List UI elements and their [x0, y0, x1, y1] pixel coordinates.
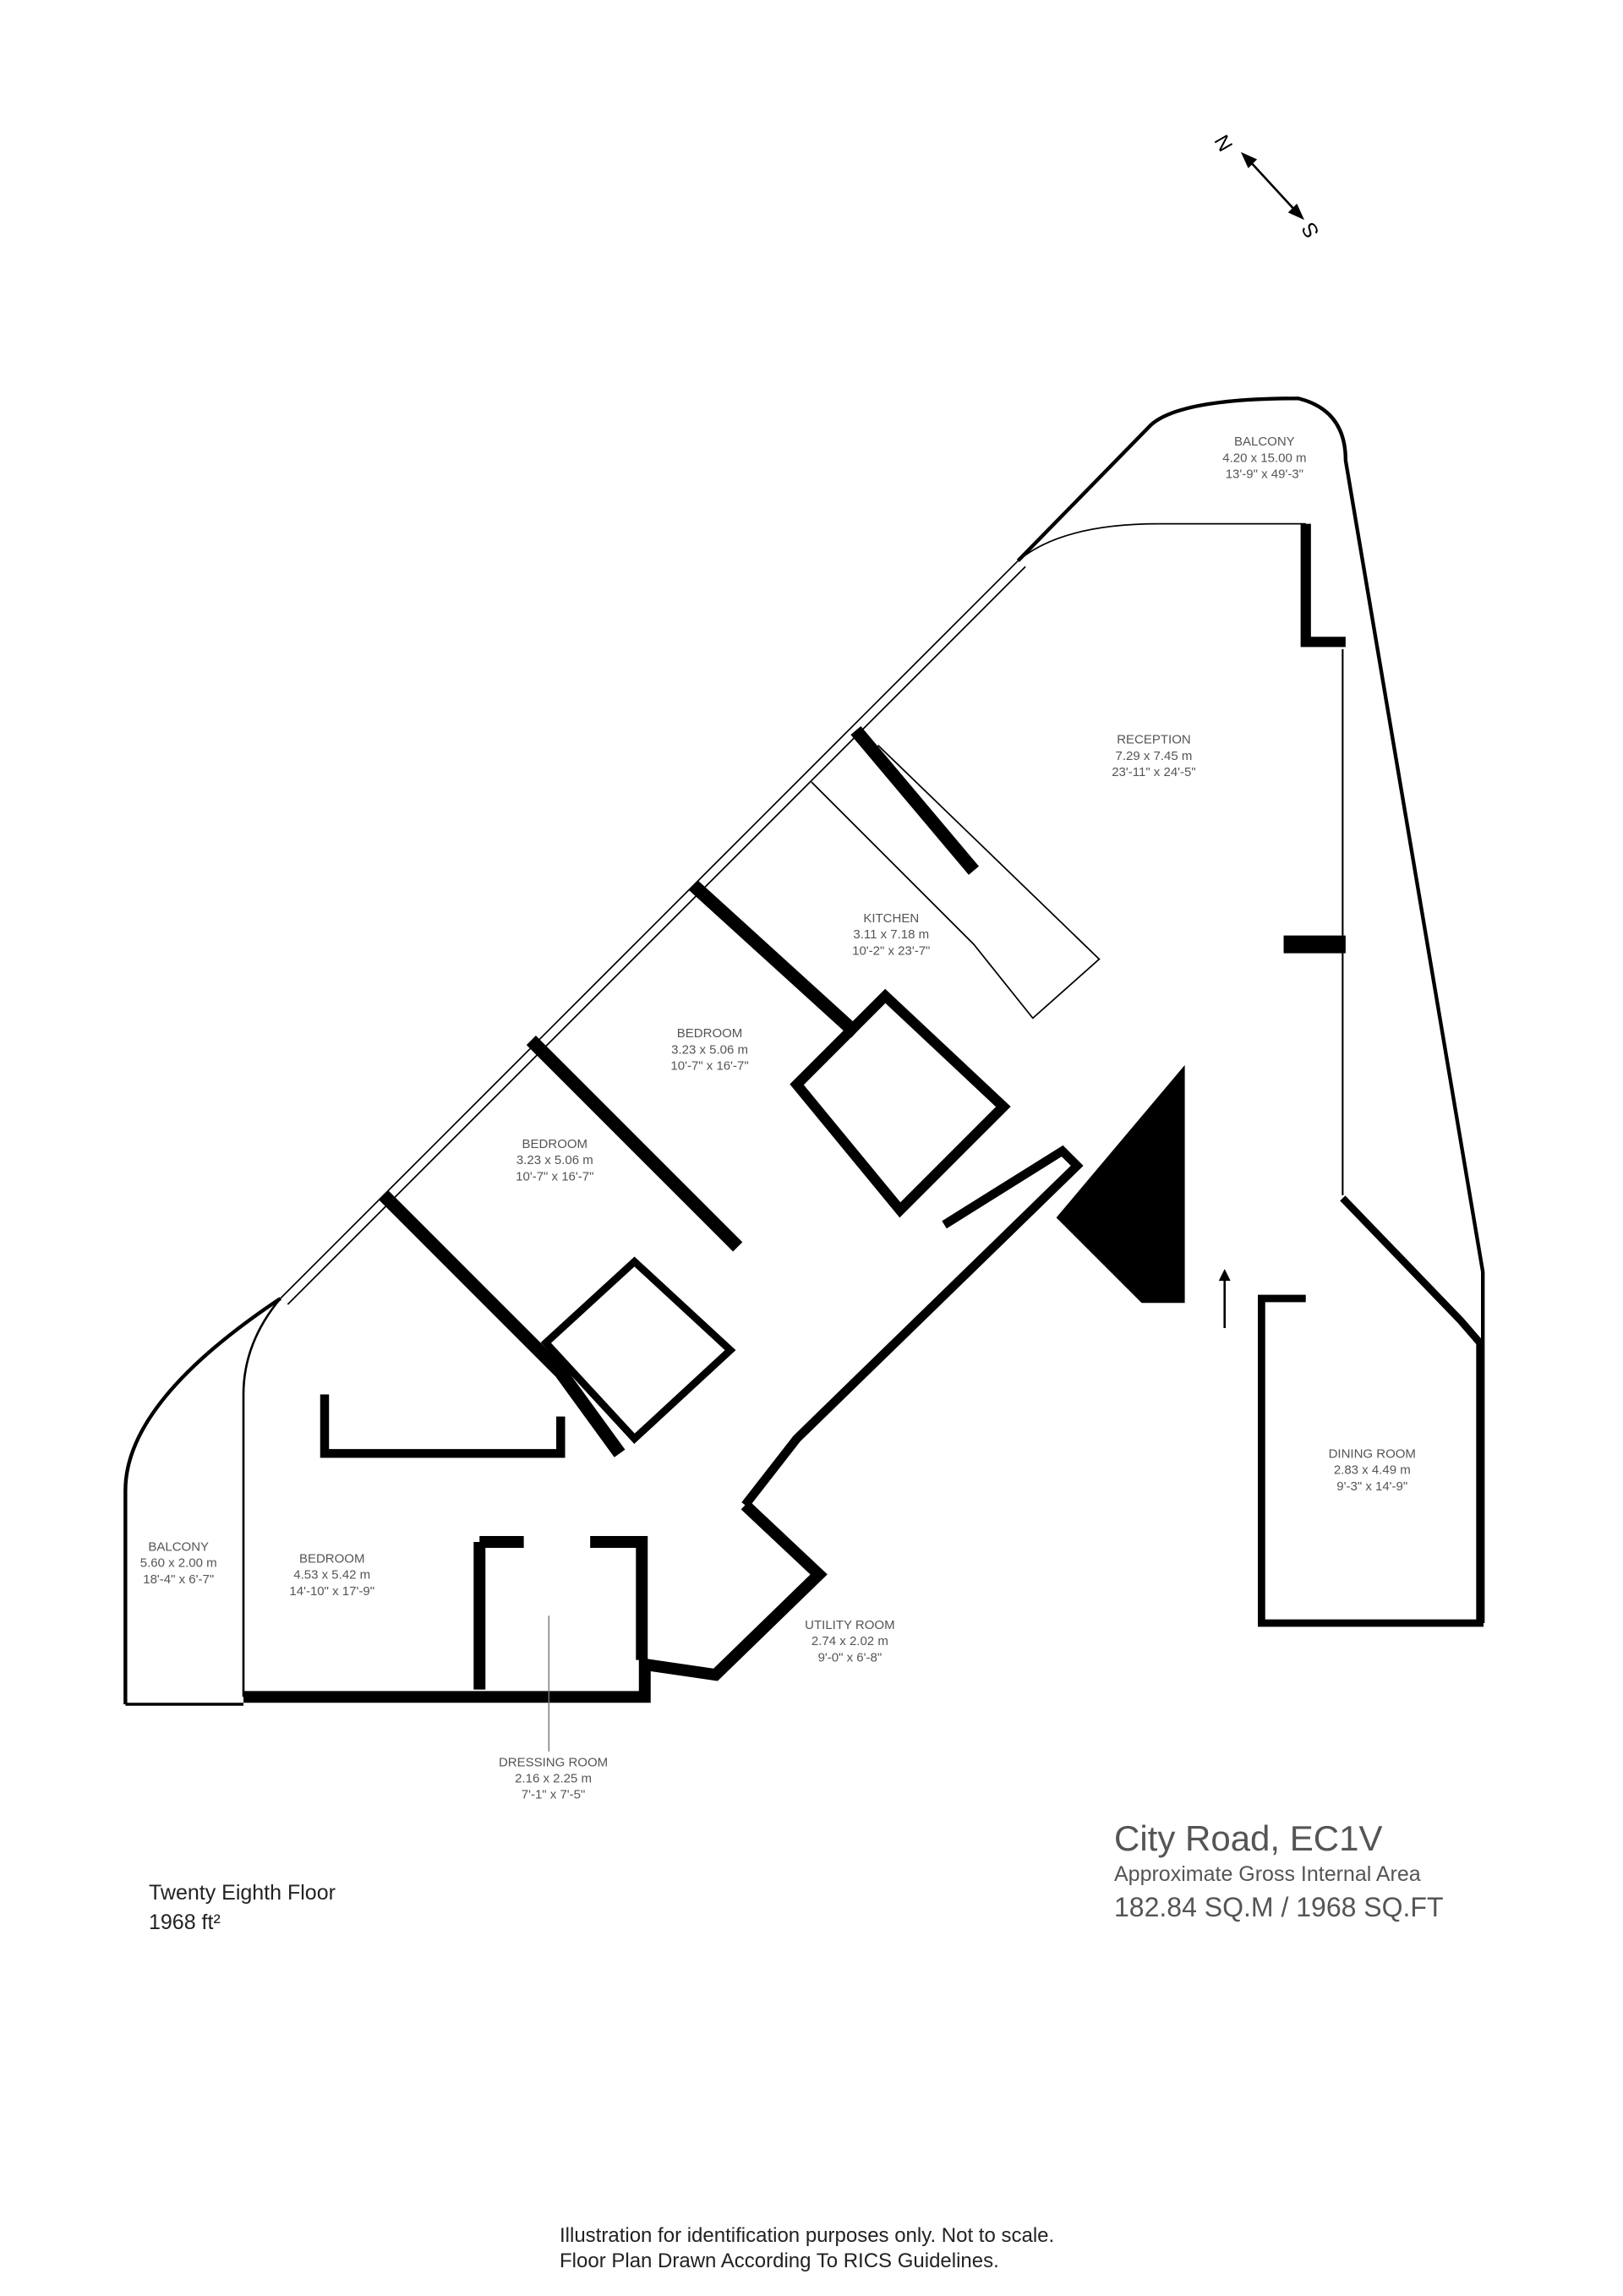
room-name: BEDROOM [299, 1551, 365, 1566]
compass-south: S [1298, 218, 1325, 242]
room-imperial: 7'-1" x 7'-5" [522, 1788, 586, 1802]
room-metric: 2.16 x 2.25 m [515, 1772, 592, 1786]
disclaimer-line: Floor Plan Drawn According To RICS Guide… [560, 2250, 999, 2272]
property-area: 182.84 SQ.M / 1968 SQ.FT [1114, 1892, 1444, 1922]
room-imperial: 13'-9" x 49'-3" [1226, 467, 1303, 482]
room-name: DINING ROOM [1329, 1447, 1416, 1462]
room-metric: 5.60 x 2.00 m [140, 1556, 217, 1571]
room-imperial: 10'-7" x 16'-7" [670, 1058, 748, 1073]
room-imperial: 18'-4" x 6'-7" [143, 1572, 214, 1587]
property-subtitle: Approximate Gross Internal Area [1114, 1862, 1421, 1886]
room-imperial: 10'-7" x 16'-7" [516, 1169, 593, 1184]
floor-name: Twenty Eighth Floor [149, 1881, 336, 1905]
room-name: DRESSING ROOM [499, 1755, 608, 1769]
room-metric: 3.11 x 7.18 m [853, 927, 929, 942]
room-name: KITCHEN [863, 911, 919, 926]
room-imperial: 23'-11" x 24'-5" [1112, 765, 1195, 779]
property-info: City Road, EC1V Approximate Gross Intern… [1114, 1818, 1444, 1926]
room-metric: 7.29 x 7.45 m [1116, 749, 1193, 763]
room-metric: 3.23 x 5.06 m [671, 1042, 748, 1057]
room-name: RECEPTION [1117, 733, 1191, 747]
room-metric: 3.23 x 5.06 m [516, 1153, 593, 1167]
room-labels: BALCONY 4.20 x 15.00 m 13'-9" x 49'-3" R… [140, 435, 1416, 1802]
compass-arrow-icon [1245, 156, 1299, 216]
disclaimer-line: Illustration for identification purposes… [560, 2224, 1055, 2247]
room-metric: 4.20 x 15.00 m [1222, 451, 1306, 465]
room-name: BALCONY [148, 1540, 209, 1555]
room-imperial: 9'-3" x 14'-9" [1336, 1479, 1407, 1494]
walls [123, 396, 1485, 1706]
room-imperial: 14'-10" x 17'-9" [289, 1584, 374, 1599]
room-metric: 2.83 x 4.49 m [1334, 1463, 1411, 1478]
disclaimer: Illustration for identification purposes… [560, 2223, 1054, 2274]
room-name: UTILITY ROOM [805, 1618, 894, 1632]
room-metric: 4.53 x 5.42 m [293, 1568, 370, 1583]
room-name: BEDROOM [677, 1026, 743, 1041]
floor-area: 1968 ft² [149, 1911, 221, 1934]
room-name: BEDROOM [522, 1137, 588, 1151]
compass: N S [1210, 131, 1325, 241]
property-title: City Road, EC1V [1114, 1818, 1383, 1858]
room-imperial: 9'-0" x 6'-8" [818, 1650, 883, 1665]
room-name: BALCONY [1234, 435, 1295, 449]
room-imperial: 10'-2" x 23'-7" [852, 943, 930, 958]
room-metric: 2.74 x 2.02 m [812, 1634, 888, 1648]
compass-north: N [1210, 131, 1237, 156]
floor-info: Twenty Eighth Floor 1968 ft² [149, 1878, 336, 1938]
